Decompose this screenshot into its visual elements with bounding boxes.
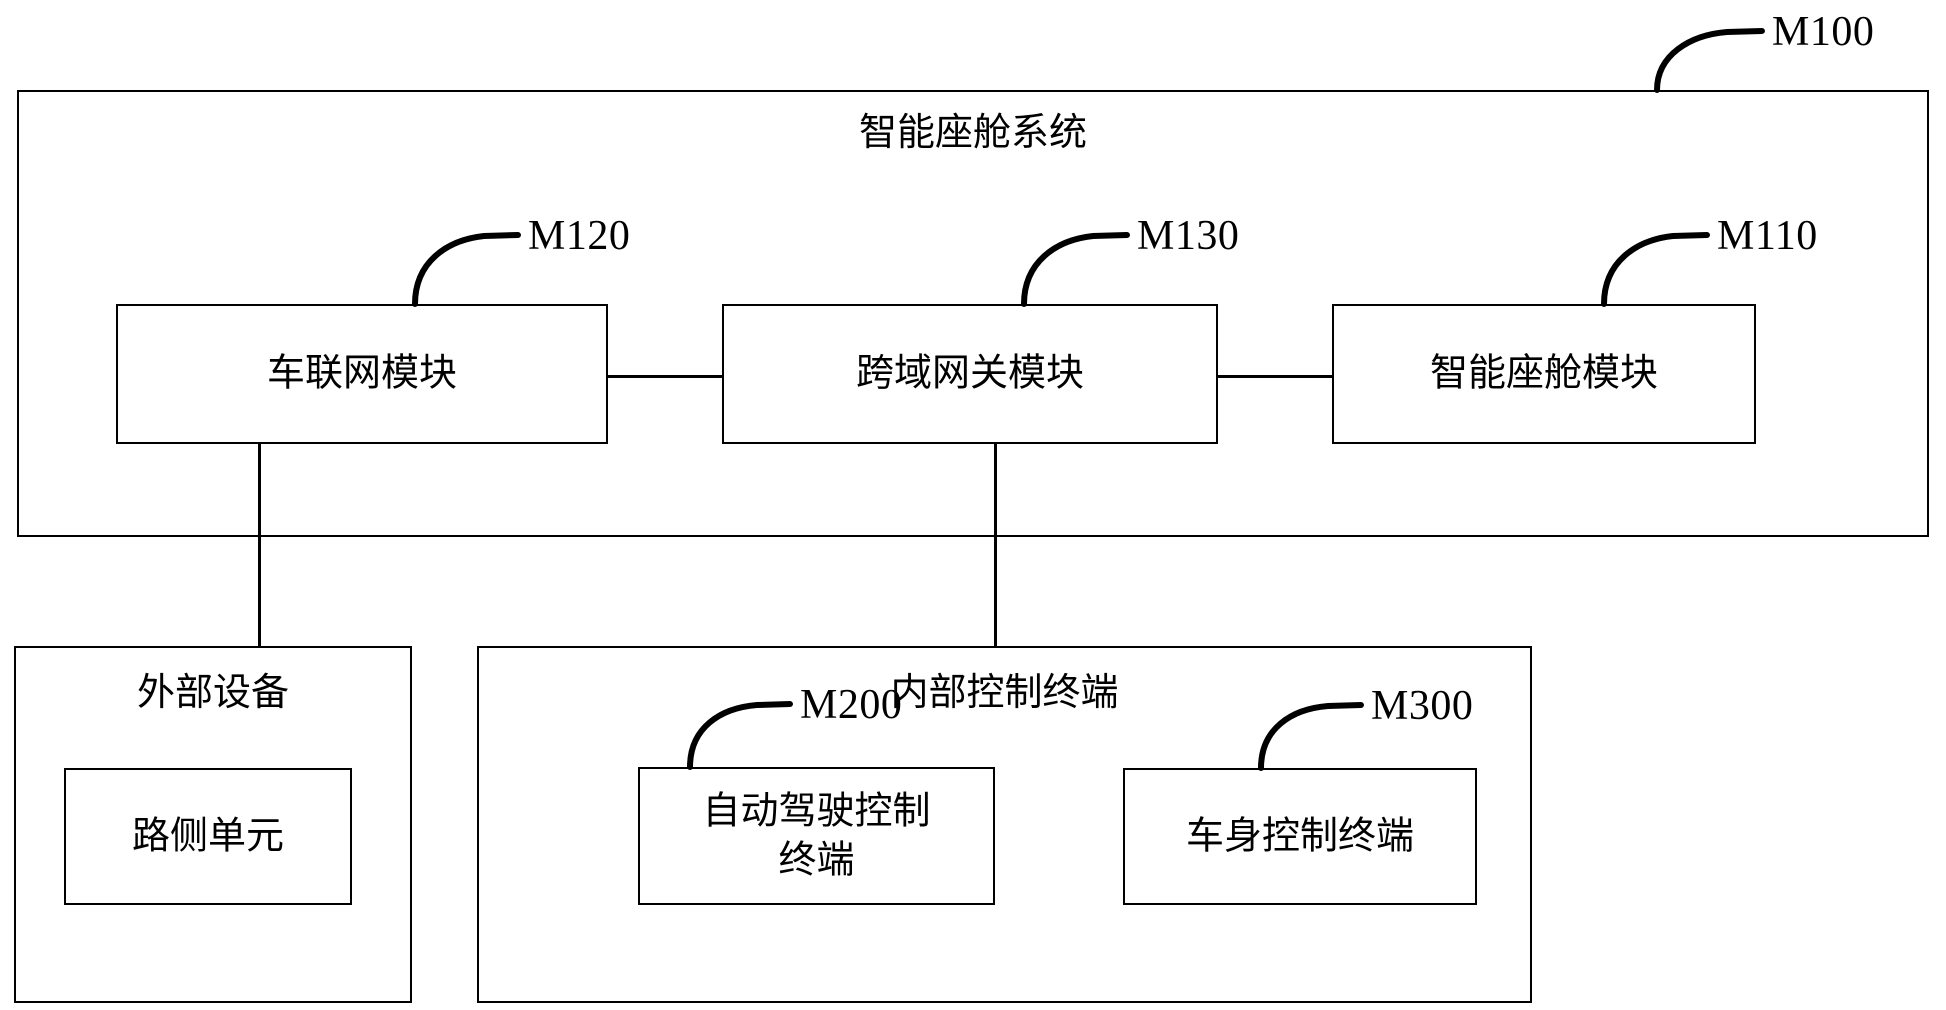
autonomous-driving-control-terminal-label: 自动驾驶控制 终端 <box>640 787 993 884</box>
connector-iov-to-gateway <box>608 375 724 378</box>
ref-label-m200: M200 <box>800 682 903 728</box>
body-control-terminal-label: 车身控制终端 <box>1185 815 1414 858</box>
body-control-terminal-box: 车身控制终端 <box>1123 768 1477 905</box>
module-box-intelligent-cockpit: 智能座舱模块 <box>1332 304 1756 444</box>
module-box-iov: 车联网模块 <box>116 304 608 444</box>
module-box-cross-domain-gateway: 跨域网关模块 <box>722 304 1218 444</box>
connector-gateway-to-internal-terminal <box>994 444 997 648</box>
autonomous-driving-control-terminal-label-line2: 终端 <box>778 839 855 881</box>
external-device-box: 外部设备 <box>14 646 412 1003</box>
module-box-cross-domain-gateway-label: 跨域网关模块 <box>855 352 1084 395</box>
system-box-title: 智能座舱系统 <box>858 112 1087 154</box>
autonomous-driving-control-terminal-label-line1: 自动驾驶控制 <box>702 790 931 833</box>
ref-label-m130: M130 <box>1137 213 1240 259</box>
leader-line-m100 <box>1654 28 1765 93</box>
module-box-iov-label: 车联网模块 <box>266 352 457 395</box>
internal-control-terminal-title: 内部控制终端 <box>890 672 1119 714</box>
roadside-unit-label: 路侧单元 <box>131 815 284 858</box>
ref-label-m300: M300 <box>1371 683 1474 729</box>
internal-control-terminal-box: 内部控制终端 <box>477 646 1532 1003</box>
system-box-intelligent-cockpit-system: 智能座舱系统 <box>17 90 1929 537</box>
ref-label-m100: M100 <box>1772 9 1875 55</box>
ref-label-m110: M110 <box>1717 213 1818 259</box>
connector-iov-to-external-device <box>258 444 261 648</box>
connector-gateway-to-cockpit <box>1218 375 1334 378</box>
module-box-intelligent-cockpit-label: 智能座舱模块 <box>1429 352 1658 395</box>
roadside-unit-box: 路侧单元 <box>64 768 352 905</box>
ref-label-m120: M120 <box>528 213 631 259</box>
external-device-title: 外部设备 <box>136 672 289 714</box>
autonomous-driving-control-terminal-box: 自动驾驶控制 终端 <box>638 767 995 905</box>
